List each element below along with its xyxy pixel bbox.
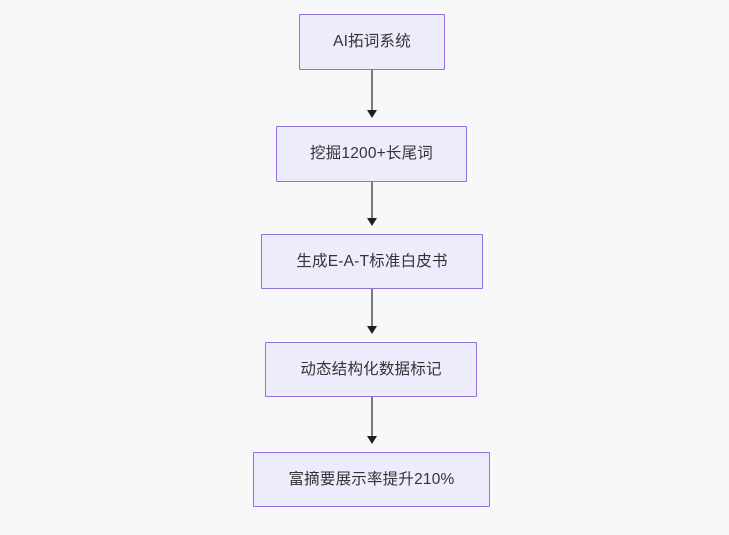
flow-node-label: 生成E-A-T标准白皮书 <box>296 252 448 270</box>
arrowhead-icon <box>367 110 377 118</box>
arrowhead-icon <box>367 326 377 334</box>
flow-node-generate-eat-whitepaper[interactable]: 生成E-A-T标准白皮书 <box>261 234 483 289</box>
arrowhead-icon <box>367 218 377 226</box>
flow-node-mine-longtail-keywords[interactable]: 挖掘1200+长尾词 <box>276 126 467 182</box>
edge-line <box>371 182 373 219</box>
arrowhead-icon <box>367 436 377 444</box>
flow-node-label: 富摘要展示率提升210% <box>288 470 455 488</box>
flow-node-label: AI拓词系统 <box>333 33 411 51</box>
flow-node-rich-snippet-impression-lift[interactable]: 富摘要展示率提升210% <box>253 452 490 507</box>
flow-node-label: 动态结构化数据标记 <box>300 360 442 378</box>
flow-node-label: 挖掘1200+长尾词 <box>309 145 434 163</box>
edge-line <box>371 397 373 437</box>
flow-node-dynamic-structured-data-markup[interactable]: 动态结构化数据标记 <box>265 342 477 397</box>
flow-node-ai-keyword-system[interactable]: AI拓词系统 <box>299 14 445 70</box>
edge-line <box>371 289 373 327</box>
edge-line <box>371 70 373 111</box>
